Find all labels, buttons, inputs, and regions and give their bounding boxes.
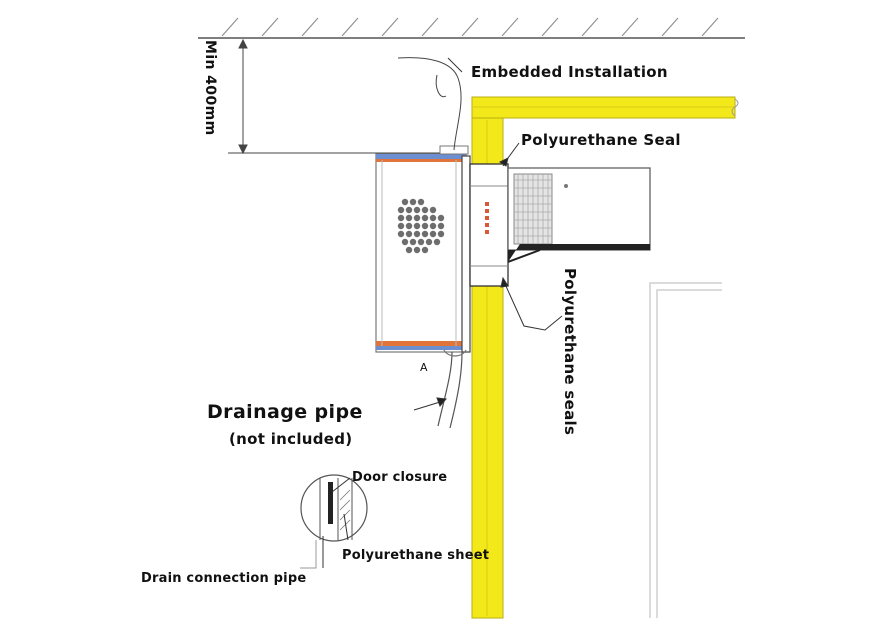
insulation-panels <box>471 96 739 619</box>
condensing-unit <box>507 167 651 263</box>
label-drain-connection-pipe: Drain connection pipe <box>141 571 307 586</box>
detail-a <box>300 474 368 569</box>
fan-grille <box>397 198 445 254</box>
leader-lines <box>413 57 563 411</box>
label-door-closure: Door closure <box>352 470 448 485</box>
label-not-included: (not included) <box>229 430 353 448</box>
clearance-label: Min 400mm <box>202 40 218 136</box>
label-polyurethane-seals: Polyurethane seals <box>561 268 579 436</box>
label-polyurethane-sheet: Polyurethane sheet <box>342 548 490 563</box>
label-polyurethane-seal: Polyurethane Seal <box>521 131 681 149</box>
evaporator-unit <box>375 145 471 353</box>
wall-plug <box>469 163 509 287</box>
ceiling <box>198 17 745 39</box>
label-embedded-installation: Embedded Installation <box>471 63 668 81</box>
install-wire <box>397 57 462 151</box>
clearance-dimension <box>228 38 462 155</box>
label-detail-marker: A <box>420 361 428 374</box>
drainage-pipe-drawing <box>437 349 467 429</box>
ceiling-hatching <box>221 17 719 37</box>
label-drainage-pipe: Drainage pipe <box>207 401 363 423</box>
room-outline <box>649 282 722 618</box>
brand-mark <box>485 202 489 234</box>
